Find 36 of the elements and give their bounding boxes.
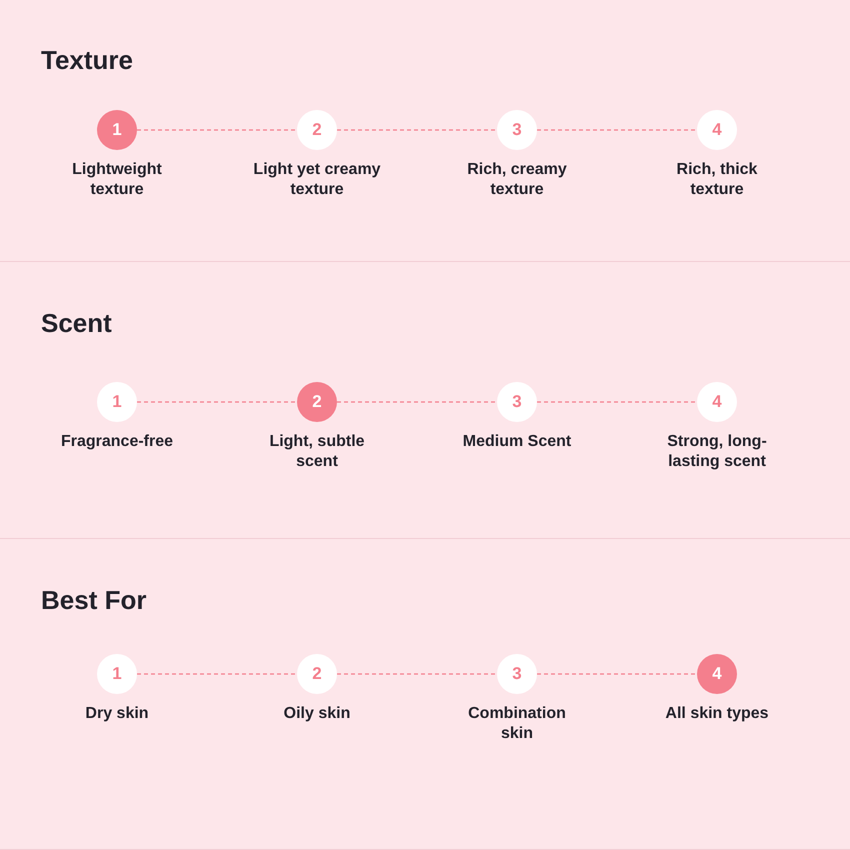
step-label: Rich, creamy texture (466, 160, 568, 200)
step-label: Rich, thick texture (676, 160, 758, 200)
step-label: Fragrance-free (60, 432, 174, 452)
step-number: 3 (512, 119, 522, 142)
step-number: 3 (512, 663, 522, 686)
step-number: 3 (512, 391, 522, 414)
step-label: Oily skin (282, 704, 352, 724)
step-number: 1 (112, 119, 122, 142)
step-label: Lightweight texture (71, 160, 163, 200)
section-heading: Best For (41, 584, 146, 616)
dashed-connector (137, 401, 297, 403)
section-heading: Scent (41, 307, 112, 340)
step-label: Strong, long-lasting scent (666, 432, 768, 472)
step-number: 4 (712, 391, 722, 414)
step-number: 4 (712, 119, 722, 142)
step-label: Combination skin (467, 704, 567, 744)
dashed-connector (537, 401, 697, 403)
step-number: 2 (312, 391, 322, 414)
dashed-connector (137, 673, 297, 675)
dashed-connector (337, 673, 497, 675)
step-label: All skin types (664, 704, 770, 724)
step-number: 2 (312, 663, 322, 686)
section-heading: Texture (41, 44, 133, 76)
step-number: 1 (112, 391, 122, 414)
step-label: Light yet creamy texture (252, 160, 382, 200)
step-number: 1 (112, 663, 122, 686)
dashed-connector (137, 129, 297, 131)
step-number: 4 (712, 663, 722, 686)
dashed-connector (337, 129, 497, 131)
step-label: Dry skin (84, 704, 150, 724)
step-number: 2 (312, 119, 322, 142)
step-label: Medium Scent (462, 432, 572, 452)
dashed-connector (537, 129, 697, 131)
dashed-connector (537, 673, 697, 675)
dashed-connector (337, 401, 497, 403)
step-label: Light, subtle scent (268, 432, 366, 472)
